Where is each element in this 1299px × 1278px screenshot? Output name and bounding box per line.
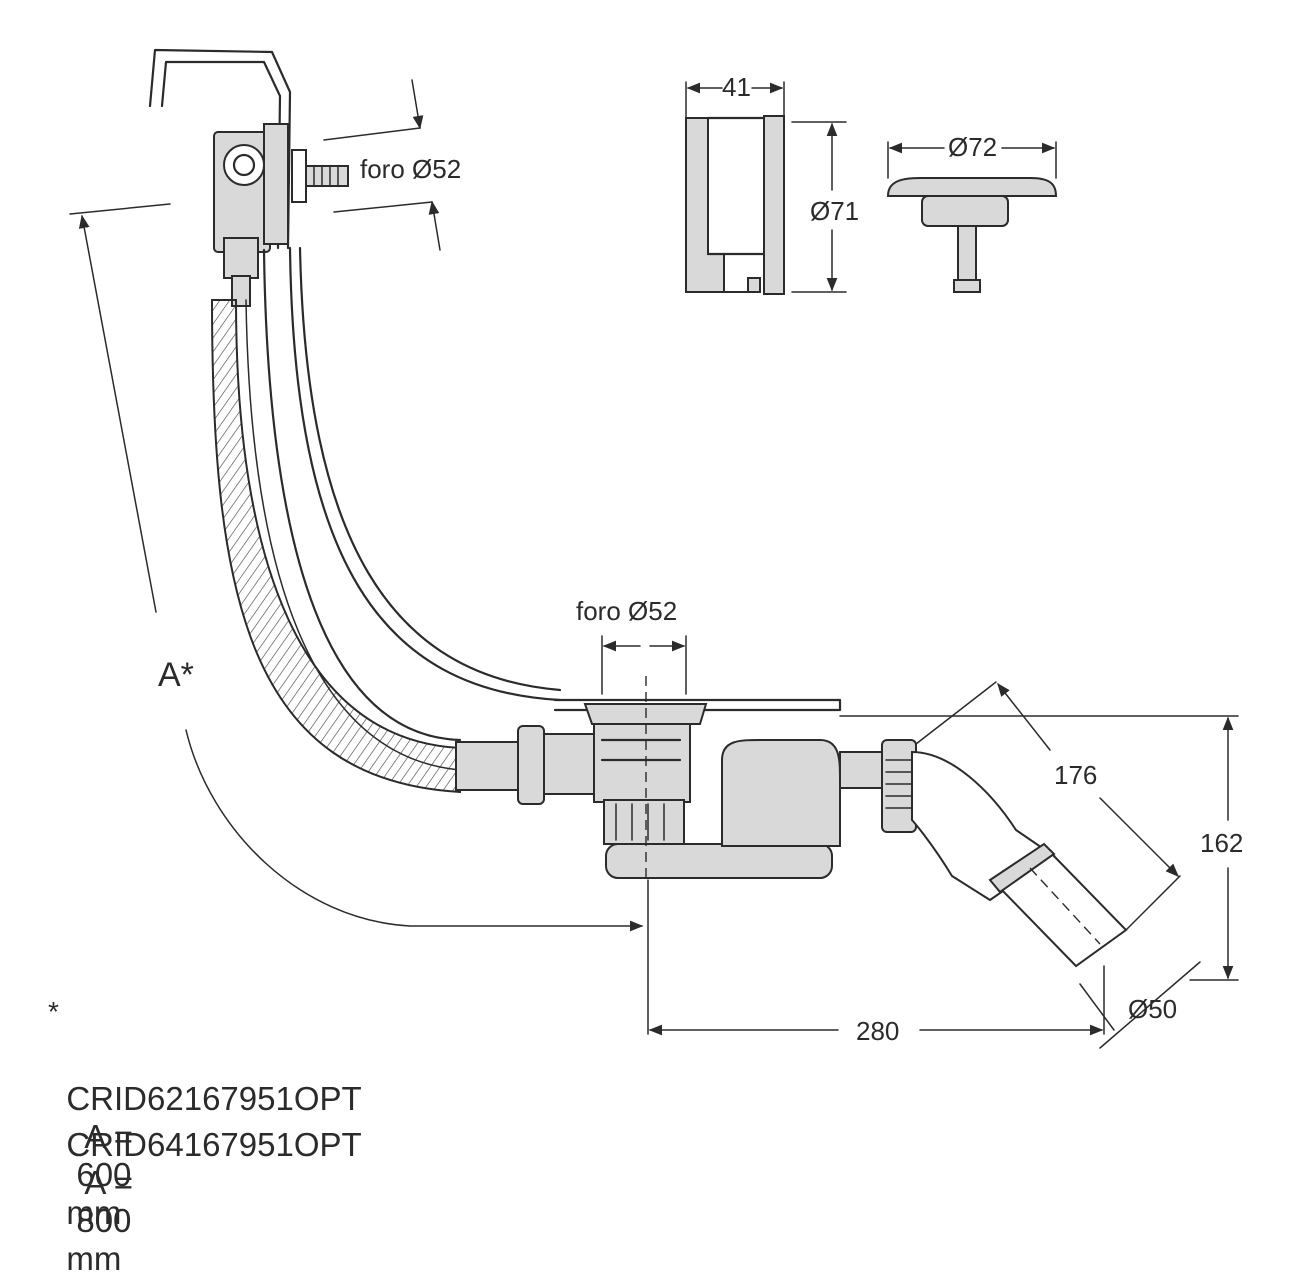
- dim-280-label: 280: [856, 1016, 899, 1046]
- drain-body: [455, 698, 917, 879]
- dim-162-label: 162: [1200, 828, 1243, 858]
- drain-hole-label: foro Ø52: [576, 596, 677, 626]
- footnote-asterisk: *: [48, 996, 59, 1027]
- variant-value: 800: [76, 1202, 132, 1239]
- dim-50-label: Ø50: [1128, 994, 1177, 1024]
- variant-row: CRID64167951OPT A = 800 mm: [48, 1088, 362, 1278]
- dimension-lines: [69, 79, 1239, 1049]
- cap-detail: [685, 115, 785, 295]
- variant-eq: A =: [84, 1118, 133, 1155]
- flexible-hose: [210, 246, 562, 794]
- variant-eq: A =: [84, 1164, 133, 1201]
- variant-unit: mm: [66, 1240, 122, 1277]
- overflow-head: [148, 48, 349, 307]
- dim-41-label: 41: [722, 72, 751, 102]
- variant-code: CRID62167951OPT: [66, 1080, 362, 1117]
- dim-72-label: Ø72: [948, 132, 997, 162]
- overflow-hole-label: foro Ø52: [360, 154, 461, 184]
- variant-code: CRID64167951OPT: [66, 1126, 362, 1163]
- outlet-pipe: [911, 750, 1128, 968]
- technical-drawing: foro Ø52 41 Ø71 Ø72 A* foro Ø52 176 162 …: [69, 48, 1243, 1049]
- dim-71-label: Ø71: [810, 196, 859, 226]
- dim-176-label: 176: [1054, 760, 1097, 790]
- length-a-label: A*: [158, 656, 194, 694]
- plug-detail: [886, 177, 1058, 293]
